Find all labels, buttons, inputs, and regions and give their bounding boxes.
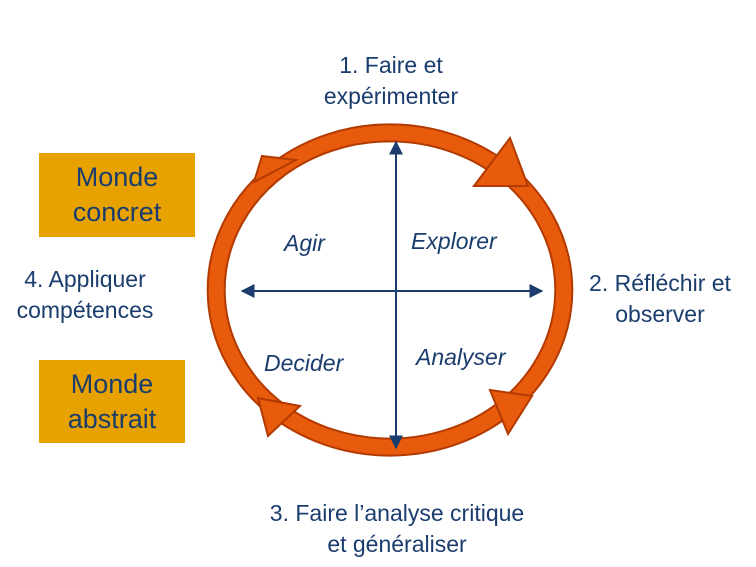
stage-label-left-line1: 4. Appliquer [24, 266, 146, 292]
stage-label-left-line2: compétences [16, 297, 154, 323]
monde-concret-line1: Monde [75, 162, 159, 192]
stage-label-top-line2: expérimenter [323, 83, 459, 109]
stage-label-top: 1. Faire et expérimenter [296, 50, 486, 112]
ring-arrowhead-bottom-right [488, 388, 534, 437]
quadrant-label-decider: Decider [264, 350, 344, 376]
stage-label-top-line1: 1. Faire et [339, 52, 443, 78]
stage-label-left: 4. Appliquer compétences [0, 264, 170, 326]
stage-label-right: 2. Réfléchir et observer [568, 268, 752, 330]
monde-concret-line2: concret [72, 197, 162, 227]
quadrant-label-explorer: Explorer [411, 228, 497, 254]
ring-arrowhead-bottom-left [256, 396, 303, 438]
stage-label-bottom-line2: et généraliser [327, 531, 467, 557]
ring-arrowhead-top-right [472, 135, 530, 187]
stage-label-bottom: 3. Faire l’analyse critique et généralis… [236, 498, 558, 560]
quadrant-label-analyser: Analyser [416, 344, 506, 370]
monde-concret-box: Monde concret [39, 153, 195, 237]
stage-label-right-line1: 2. Réfléchir et [589, 270, 731, 296]
stage-label-right-line2: observer [615, 301, 705, 327]
ring-arrowhead-top-left [252, 154, 300, 184]
monde-abstrait-line1: Monde [70, 368, 154, 399]
monde-abstrait-box: Monde abstrait [39, 360, 185, 443]
monde-abstrait-line2: abstrait [67, 403, 157, 434]
stage-label-bottom-line1: 3. Faire l’analyse critique [269, 500, 525, 526]
quadrant-label-agir: Agir [284, 230, 325, 256]
